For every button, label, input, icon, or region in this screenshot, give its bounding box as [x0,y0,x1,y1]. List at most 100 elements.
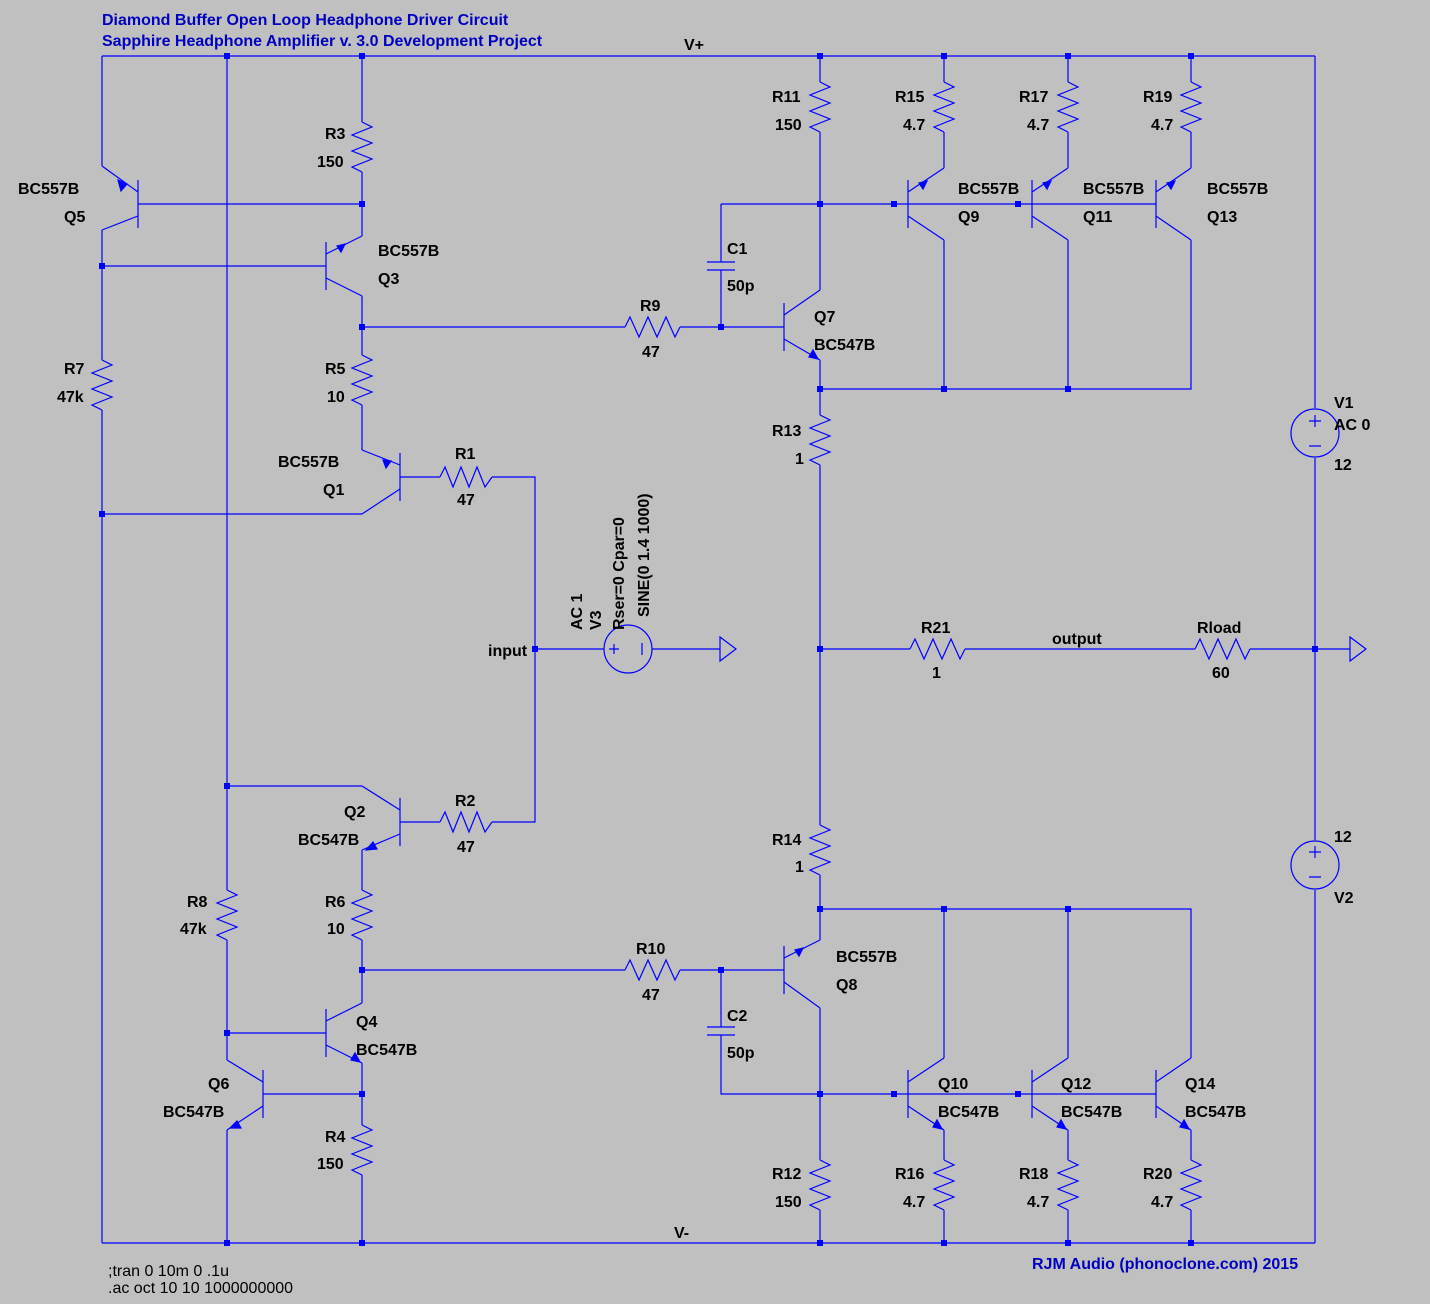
q2-name: Q2 [344,804,365,821]
r6-name: R6 [325,894,346,911]
resistor-r17 [1056,81,1080,133]
labels: Diamond Buffer Open Loop Headphone Drive… [18,12,1371,1297]
transistor-q8 [783,939,821,1009]
v3-ac: AC 1 [569,593,586,630]
transistor-q7 [783,289,821,361]
transistor-q5 [101,165,139,231]
capacitor-c2 [707,1026,735,1036]
r21-name: R21 [921,620,950,637]
r4-value: 150 [317,1156,344,1173]
v3-params: Rser=0 Cpar=0 [611,517,628,630]
transistor-q2 [361,785,401,851]
transistor-symbols [101,165,1192,1131]
r5-name: R5 [325,361,346,378]
net-label-input: input [488,643,528,660]
r2-value: 47 [457,839,475,856]
r10-name: R10 [636,941,665,958]
transistor-q6 [226,1059,264,1131]
q7-name: Q7 [814,309,835,326]
directive-ac: .ac oct 10 10 1000000000 [108,1280,293,1297]
junctions [99,53,1318,1246]
voltage-source-v2 [1290,840,1340,890]
title-line-1: Diamond Buffer Open Loop Headphone Drive… [102,12,509,29]
q11-model: BC557B [1083,181,1144,198]
c1-name: C1 [727,241,748,258]
r13-name: R13 [772,423,801,440]
r16-name: R16 [895,1166,924,1183]
resistor-r18 [1056,1159,1080,1211]
source-symbols [603,408,1367,890]
wire [820,240,1192,390]
r2-name: R2 [455,793,476,810]
r3-name: R3 [325,126,346,143]
q3-model: BC557B [378,243,439,260]
r12-value: 150 [775,1194,802,1211]
q7-model: BC547B [814,337,875,354]
q13-model: BC557B [1207,181,1268,198]
credit: RJM Audio (phonoclone.com) 2015 [1032,1256,1298,1273]
ground-icon [1349,635,1367,663]
v1-value: 12 [1334,457,1352,474]
r8-name: R8 [187,894,208,911]
q14-name: Q14 [1185,1076,1215,1093]
q2-model: BC547B [298,832,359,849]
r11-name: R11 [772,89,801,106]
r1-name: R1 [455,446,476,463]
q4-model: BC547B [356,1042,417,1059]
r12-name: R12 [772,1166,801,1183]
r18-value: 4.7 [1027,1194,1049,1211]
r17-name: R17 [1019,89,1048,106]
resistor-r13 [808,414,832,466]
resistor-r20 [1179,1159,1203,1211]
q8-model: BC557B [836,949,897,966]
transistor-q14 [1155,1057,1192,1131]
q13-name: Q13 [1207,209,1237,226]
v2-value: 12 [1334,829,1352,846]
r15-value: 4.7 [903,117,925,134]
q5-model: BC557B [18,181,79,198]
q1-name: Q1 [323,482,344,499]
net-label-vplus: V+ [684,37,704,54]
r19-name: R19 [1143,89,1172,106]
capacitor-c1 [707,261,735,271]
r20-value: 4.7 [1151,1194,1173,1211]
voltage-source-v3 [603,624,653,674]
c2-name: C2 [727,1008,748,1025]
resistor-r14 [808,824,832,876]
r1-value: 47 [457,492,475,509]
transistor-q11 [1031,167,1069,241]
resistor-r19 [1179,81,1203,133]
transistor-q13 [1155,167,1192,241]
ground-icon [719,635,737,663]
rload-name: Rload [1197,620,1241,637]
r13-value: 1 [795,451,804,468]
q8-name: Q8 [836,977,857,994]
q14-model: BC547B [1185,1104,1246,1121]
resistor-r2 [439,810,493,834]
r10-value: 47 [642,987,660,1004]
voltage-source-v1 [1290,408,1340,458]
v3-wave: SINE(0 1.4 1000) [636,493,653,617]
capacitor-symbols [707,261,735,1036]
v3-name: V3 [588,610,605,630]
rload-value: 60 [1212,665,1230,682]
q12-model: BC547B [1061,1104,1122,1121]
wires [101,55,1350,1244]
r11-value: 150 [775,117,802,134]
c2-value: 50p [727,1045,755,1062]
resistor-r7 [90,359,114,411]
r4-name: R4 [325,1129,346,1146]
transistor-q4 [325,1002,363,1064]
wire [820,908,1192,1058]
resistor-r21 [909,637,966,661]
resistor-r16 [932,1159,956,1211]
v1-name: V1 [1334,395,1354,412]
resistor-r5 [350,354,374,406]
resistor-r12 [808,1159,832,1211]
r17-value: 4.7 [1027,117,1049,134]
title-line-2: Sapphire Headphone Amplifier v. 3.0 Deve… [102,33,543,50]
r20-name: R20 [1143,1166,1172,1183]
r14-value: 1 [795,859,804,876]
